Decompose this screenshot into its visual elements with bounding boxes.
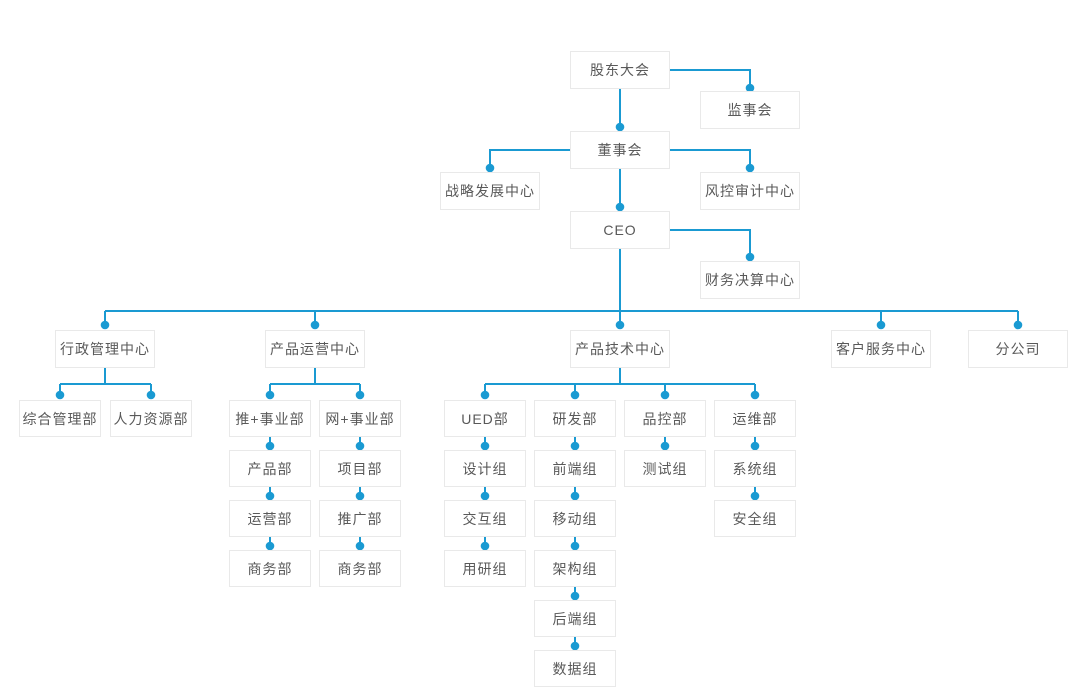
node-business-dept-tui: 商务部 <box>229 550 311 587</box>
node-finance-settlement-center: 财务决算中心 <box>700 261 800 299</box>
connector-dot <box>660 390 670 400</box>
connector-dot <box>355 541 365 551</box>
node-business-dept-wang: 商务部 <box>319 550 401 587</box>
node-product-dept: 产品部 <box>229 450 311 487</box>
node-qc-dept: 品控部 <box>624 400 706 437</box>
node-tui-business-dept: 推+事业部 <box>229 400 311 437</box>
connector-dot <box>745 252 755 262</box>
connector-dot <box>570 441 580 451</box>
connector-dot <box>55 390 65 400</box>
connector-dot <box>265 541 275 551</box>
node-system-group: 系统组 <box>714 450 796 487</box>
connector-dot <box>355 491 365 501</box>
node-project-dept: 项目部 <box>319 450 401 487</box>
connector-dot <box>876 320 886 330</box>
node-supervisory-board: 监事会 <box>700 91 800 129</box>
node-user-research-group: 用研组 <box>444 550 526 587</box>
node-branch-company: 分公司 <box>968 330 1068 368</box>
connector-dot <box>750 491 760 501</box>
connector-dot <box>485 163 495 173</box>
node-product-tech-center: 产品技术中心 <box>570 330 670 368</box>
node-ceo: CEO <box>570 211 670 249</box>
node-promotion-dept: 推广部 <box>319 500 401 537</box>
node-product-operation-center: 产品运营中心 <box>265 330 365 368</box>
node-admin-management-center: 行政管理中心 <box>55 330 155 368</box>
node-customer-service-center: 客户服务中心 <box>831 330 931 368</box>
connector-dot <box>1013 320 1023 330</box>
node-strategy-development-center: 战略发展中心 <box>440 172 540 210</box>
node-shareholders-meeting: 股东大会 <box>570 51 670 89</box>
node-board-of-directors: 董事会 <box>570 131 670 169</box>
node-interaction-group: 交互组 <box>444 500 526 537</box>
connector-dot <box>570 491 580 501</box>
connector-dot <box>750 390 760 400</box>
connector-dot <box>480 441 490 451</box>
node-general-management-dept: 综合管理部 <box>19 400 101 437</box>
connector-dot <box>480 541 490 551</box>
connector-dot <box>570 541 580 551</box>
connector-dot <box>750 441 760 451</box>
connector-dot <box>570 390 580 400</box>
node-ops-dept: 运维部 <box>714 400 796 437</box>
connector-dot <box>615 202 625 212</box>
node-ued-dept: UED部 <box>444 400 526 437</box>
connector-dot <box>570 641 580 651</box>
node-design-group: 设计组 <box>444 450 526 487</box>
connector-dot <box>660 441 670 451</box>
connector-dot <box>745 83 755 93</box>
connector-dot <box>265 491 275 501</box>
connector-line <box>670 69 751 88</box>
node-wang-business-dept: 网+事业部 <box>319 400 401 437</box>
connector-dot <box>146 390 156 400</box>
connector-line <box>489 149 570 168</box>
node-architecture-group: 架构组 <box>534 550 616 587</box>
node-rd-dept: 研发部 <box>534 400 616 437</box>
node-backend-group: 后端组 <box>534 600 616 637</box>
connector-dot <box>480 491 490 501</box>
connector-dot <box>265 441 275 451</box>
connector-dot <box>615 122 625 132</box>
connector-dot <box>355 390 365 400</box>
connector-dot <box>570 591 580 601</box>
node-risk-audit-center: 风控审计中心 <box>700 172 800 210</box>
connector-dot <box>480 390 490 400</box>
connector-dot <box>355 441 365 451</box>
connector-dot <box>265 390 275 400</box>
node-operation-dept: 运营部 <box>229 500 311 537</box>
node-frontend-group: 前端组 <box>534 450 616 487</box>
connector-dot <box>310 320 320 330</box>
node-mobile-group: 移动组 <box>534 500 616 537</box>
node-data-group: 数据组 <box>534 650 616 687</box>
node-test-group: 测试组 <box>624 450 706 487</box>
connector-dot <box>100 320 110 330</box>
connector-line <box>670 229 751 257</box>
connector-dot <box>745 163 755 173</box>
connector-dot <box>615 320 625 330</box>
connector-line <box>670 149 751 168</box>
node-hr-dept: 人力资源部 <box>110 400 192 437</box>
node-security-group: 安全组 <box>714 500 796 537</box>
